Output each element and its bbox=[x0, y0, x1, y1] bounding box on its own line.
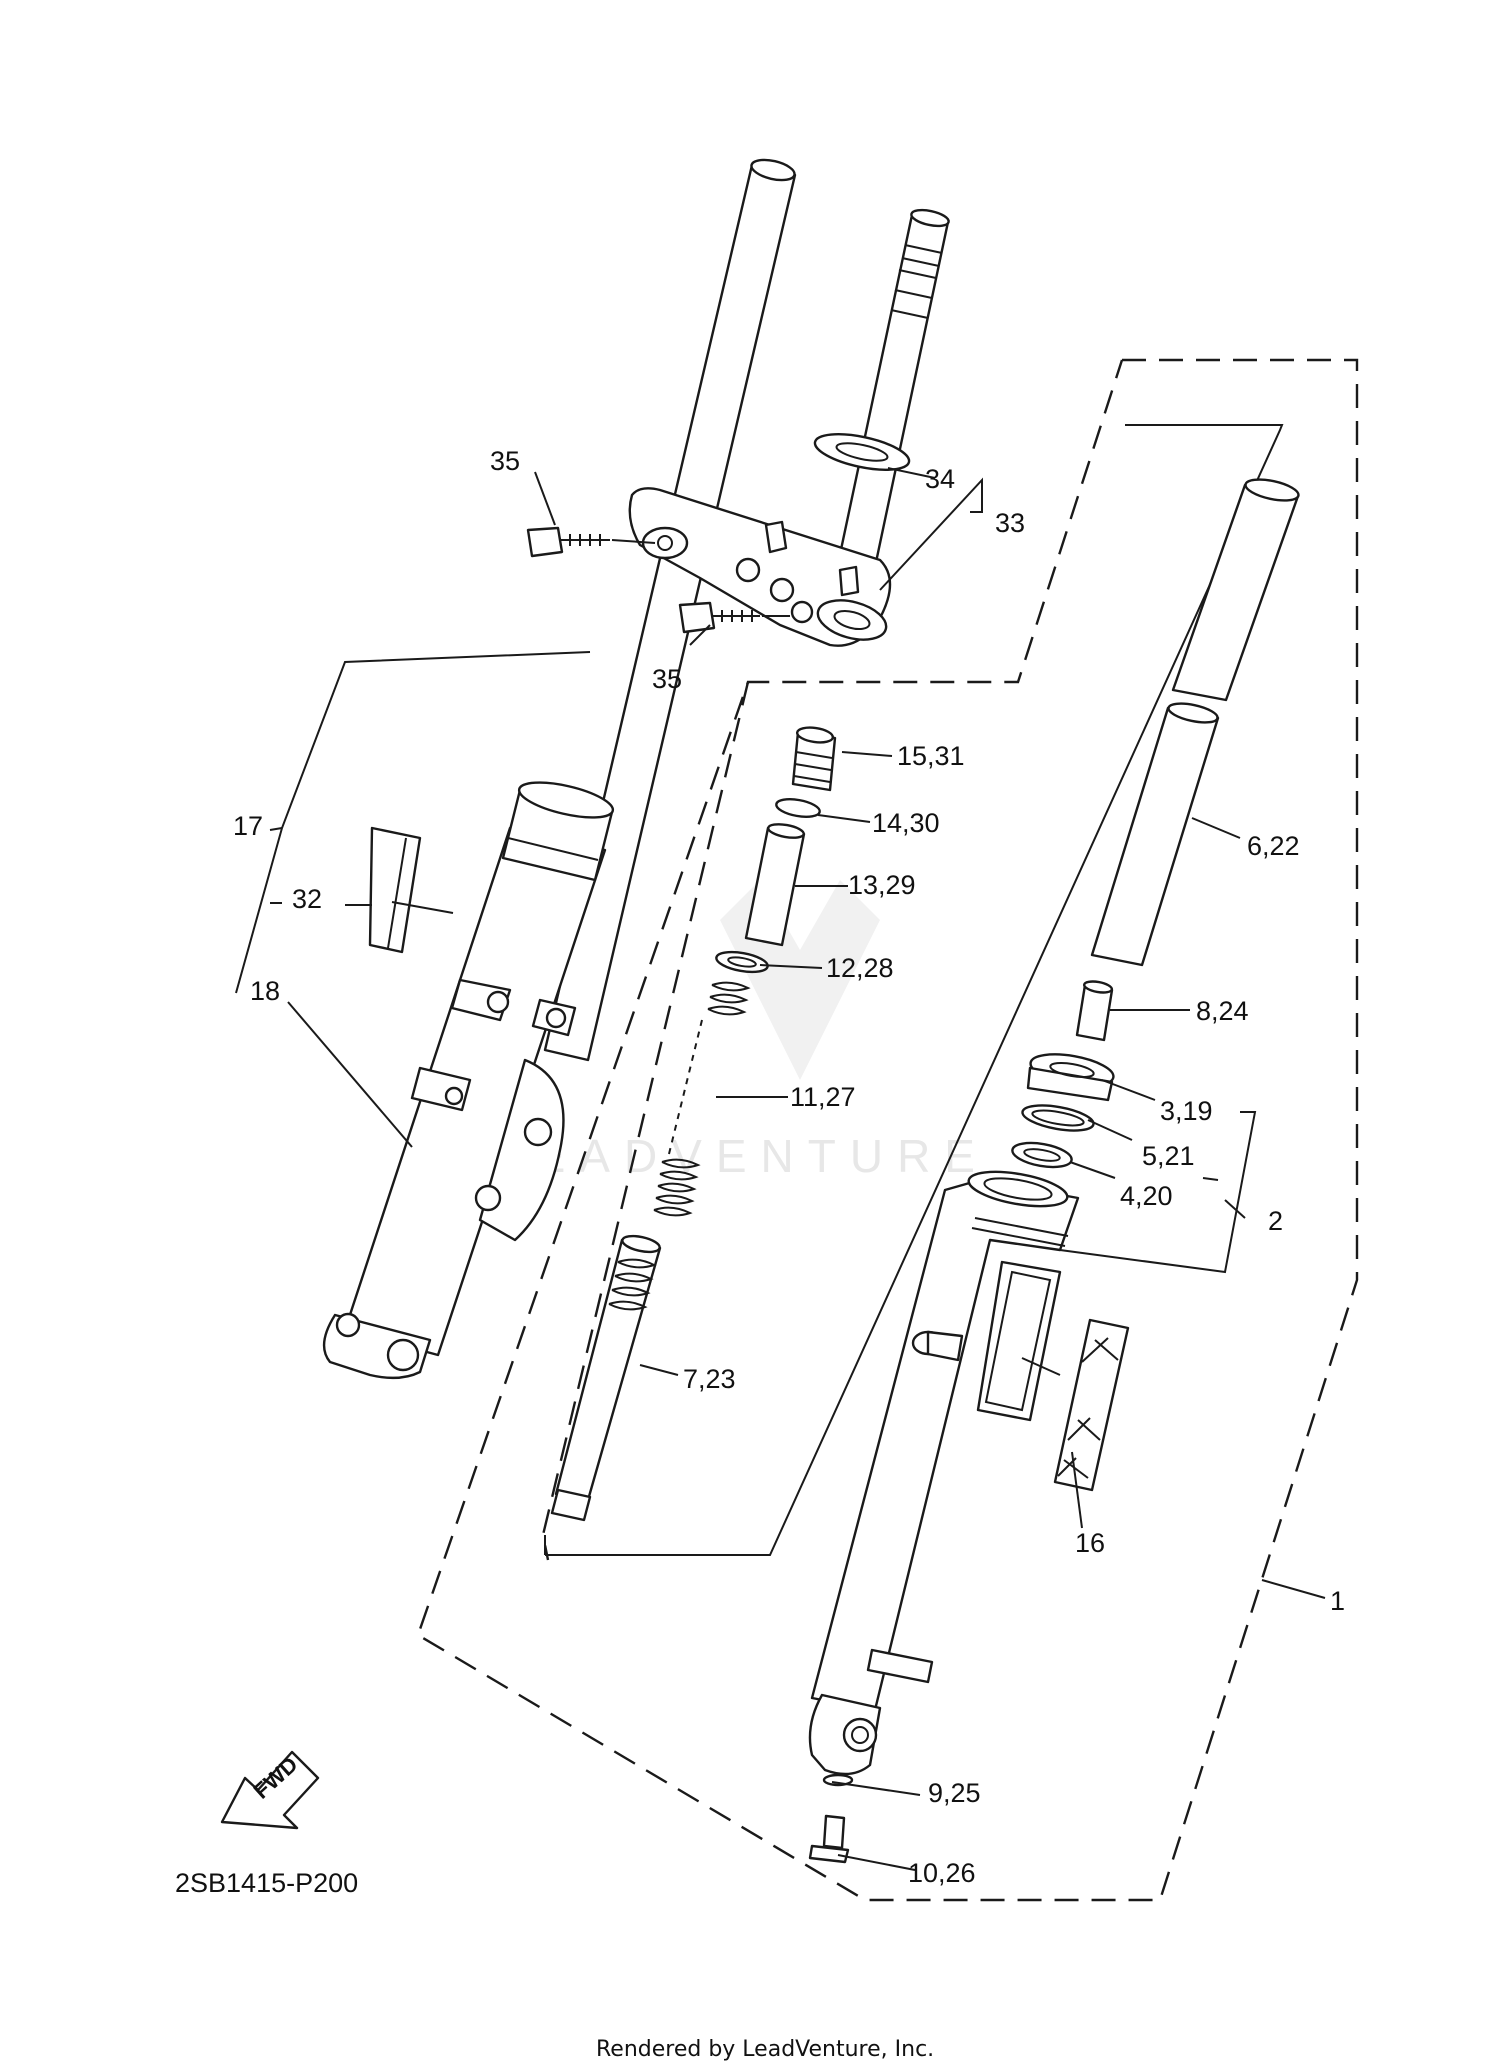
callout-labels: 35 35 34 33 15,31 14,30 13,29 12,28 11,2… bbox=[233, 446, 1345, 1888]
left-fork-assembly bbox=[322, 158, 797, 1380]
callout-11-27: 11,27 bbox=[790, 1082, 856, 1112]
render-credit: Rendered by LeadVenture, Inc. bbox=[596, 2037, 934, 2062]
callout-3-19: 3,19 bbox=[1160, 1096, 1213, 1126]
assembly-1-boundary bbox=[416, 358, 1359, 1902]
callout-35-upper: 35 bbox=[490, 446, 520, 476]
callout-12-28: 12,28 bbox=[826, 953, 894, 983]
callout-8-24: 8,24 bbox=[1196, 996, 1249, 1026]
callout-16: 16 bbox=[1075, 1528, 1105, 1558]
callout-35-lower: 35 bbox=[652, 664, 682, 694]
callout-9-25: 9,25 bbox=[928, 1778, 981, 1808]
callout-2: 2 bbox=[1268, 1206, 1283, 1236]
damper-components bbox=[544, 424, 1284, 1556]
callout-17: 17 bbox=[233, 811, 263, 841]
callout-14-30: 14,30 bbox=[872, 808, 940, 838]
leader-lines bbox=[235, 467, 1326, 1871]
callout-6-22: 6,22 bbox=[1247, 831, 1300, 861]
callout-1: 1 bbox=[1330, 1586, 1345, 1616]
callout-10-26: 10,26 bbox=[908, 1858, 976, 1888]
diagram-code: 2SB1415-P200 bbox=[175, 1868, 358, 1898]
callout-13-29: 13,29 bbox=[848, 870, 916, 900]
callout-32: 32 bbox=[292, 884, 322, 914]
inner-tube-kit-boundary bbox=[541, 681, 750, 1561]
under-bracket-assembly bbox=[526, 208, 950, 647]
callout-5-21: 5,21 bbox=[1142, 1141, 1195, 1171]
fwd-arrow-icon: FWD bbox=[220, 1750, 320, 1830]
watermark-text: LEADVENTURE bbox=[495, 1130, 989, 1182]
callout-33: 33 bbox=[995, 508, 1025, 538]
callout-4-20: 4,20 bbox=[1120, 1181, 1173, 1211]
callout-18: 18 bbox=[250, 976, 280, 1006]
right-fork-assembly bbox=[808, 478, 1300, 1864]
callout-7-23: 7,23 bbox=[683, 1364, 736, 1394]
callout-34: 34 bbox=[925, 464, 955, 494]
callout-15-31: 15,31 bbox=[897, 741, 965, 771]
